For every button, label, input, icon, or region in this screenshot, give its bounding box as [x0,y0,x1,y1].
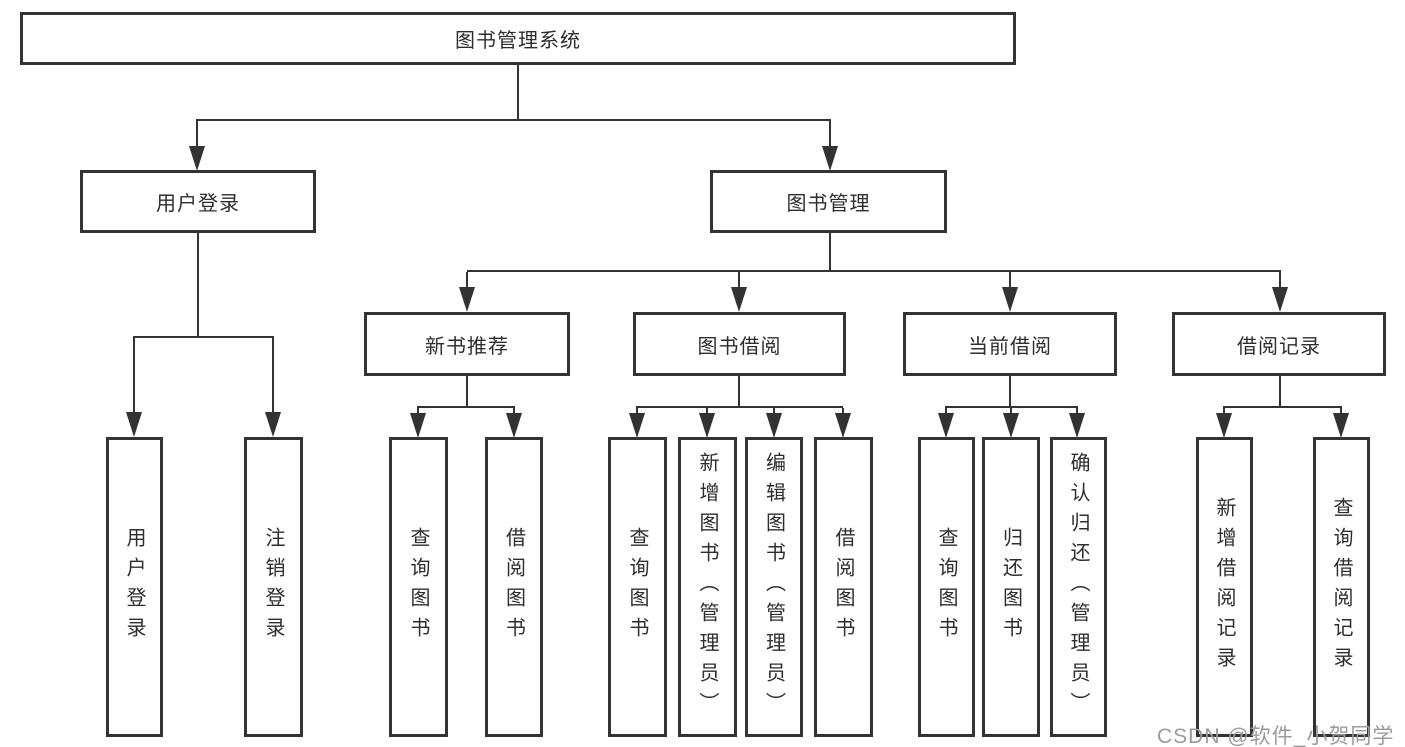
arrow-down-icon [699,413,715,438]
node-user-login: 用户登录 [80,170,316,233]
connector-new-book-recommend-stem [466,376,468,407]
leaf-cb-query-books-label: 查询图书 [935,527,957,647]
connector-borrow-records-rail [1223,406,1342,408]
connector-to-cb-confirm [1076,408,1078,414]
leaf-bb-borrow-books: 借阅图书 [814,437,873,737]
connector-to-bb-query [636,408,638,414]
connector-borrow-records-stem [1279,376,1281,407]
connector-to-leaf-logout [272,338,274,413]
leaf-rec-borrow-books: 借阅图书 [485,437,543,737]
connector-level2-rail [196,119,831,121]
connector-book-management-stem [829,233,831,272]
node-borrow-records-label: 借阅记录 [1237,335,1321,358]
node-book-management-label: 图书管理 [786,193,871,215]
leaf-bb-edit-books-admin-label: 编辑图书（管理员） [762,452,785,722]
connector-to-rec-query [417,408,419,414]
leaf-rec-borrow-books-label: 借阅图书 [502,527,525,647]
leaf-cb-confirm-return-admin-label: 确认归还（管理员） [1067,452,1089,722]
leaf-bb-query-books: 查询图书 [608,437,667,737]
leaf-cb-return-books: 归还图书 [982,437,1040,737]
connector-to-borrow-records [1279,272,1281,288]
connector-current-borrow-rail [945,406,1078,408]
arrow-down-icon [1216,413,1232,438]
arrow-down-icon [1333,413,1349,438]
arrow-down-icon [1069,413,1085,438]
connector-to-cb-return [1010,408,1012,414]
leaf-bb-add-books-admin: 新增图书（管理员） [678,437,737,737]
leaf-br-add-record: 新增借阅记录 [1196,437,1253,737]
node-book-management: 图书管理 [710,170,947,233]
connector-to-leaf-user-login [133,338,135,413]
node-current-borrow: 当前借阅 [903,312,1117,376]
connector-to-bb-add [706,408,708,414]
arrow-down-icon [189,146,205,171]
leaf-rec-query-books-label: 查询图书 [407,527,429,647]
connector-level3-rail [467,270,1281,272]
connector-to-br-query [1340,408,1342,414]
arrow-down-icon [126,412,142,437]
leaf-logout: 注销登录 [244,437,303,737]
leaf-rec-query-books: 查询图书 [389,437,448,737]
leaf-cb-confirm-return-admin: 确认归还（管理员） [1050,437,1107,737]
arrow-down-icon [629,413,645,438]
connector-user-login-rail [133,336,274,338]
node-book-borrow-label: 图书借阅 [697,335,782,358]
leaf-logout-label: 注销登录 [262,527,284,647]
connector-to-new-book-recommend [466,272,468,288]
arrow-down-icon [1002,287,1018,312]
connector-to-book-borrow [738,272,740,288]
connector-to-bb-edit [773,408,775,414]
arrow-down-icon [1003,413,1019,438]
connector-user-login-stem [197,233,199,338]
leaf-br-add-record-label: 新增借阅记录 [1213,497,1235,677]
node-user-login-label: 用户登录 [156,193,240,215]
connector-to-rec-borrow [513,408,515,414]
leaf-user-login: 用户登录 [106,437,163,737]
node-book-borrow: 图书借阅 [633,312,846,376]
arrow-down-icon [459,287,475,312]
leaf-bb-add-books-admin-label: 新增图书（管理员） [696,452,718,722]
node-new-book-recommend: 新书推荐 [364,312,570,376]
connector-root-stem [517,65,519,121]
arrow-down-icon [822,146,838,171]
leaf-cb-query-books: 查询图书 [918,437,975,737]
connector-to-bb-borrow [842,408,844,414]
leaf-bb-borrow-books-label: 借阅图书 [832,527,854,647]
connector-book-borrow-stem [738,376,740,407]
leaf-br-query-record: 查询借阅记录 [1313,437,1370,737]
arrow-down-icon [731,287,747,312]
connector-new-book-recommend-rail [417,406,515,408]
node-root: 图书管理系统 [20,12,1016,65]
node-borrow-records: 借阅记录 [1172,312,1386,376]
arrow-down-icon [410,413,426,438]
node-new-book-recommend-label: 新书推荐 [425,335,509,358]
arrow-down-icon [938,413,954,438]
connector-to-user-login [196,121,198,148]
connector-to-current-borrow [1009,272,1011,288]
node-root-label: 图书管理系统 [455,30,581,52]
leaf-cb-return-books-label: 归还图书 [999,527,1022,647]
leaf-bb-edit-books-admin: 编辑图书（管理员） [745,437,803,737]
leaf-br-query-record-label: 查询借阅记录 [1330,497,1352,677]
arrow-down-icon [1272,287,1288,312]
leaf-bb-query-books-label: 查询图书 [626,527,648,647]
connector-to-book-management [829,121,831,148]
connector-current-borrow-stem [1009,376,1011,407]
connector-book-borrow-rail [636,406,843,408]
arrow-down-icon [506,413,522,438]
arrow-down-icon [766,413,782,438]
connector-to-cb-query [945,408,947,414]
leaf-user-login-label: 用户登录 [123,527,145,647]
arrow-down-icon [265,412,281,437]
csdn-watermark: CSDN @软件_小贺同学 [1157,725,1395,747]
connector-to-br-add [1223,408,1225,414]
node-current-borrow-label: 当前借阅 [968,335,1052,358]
arrow-down-icon [835,413,851,438]
